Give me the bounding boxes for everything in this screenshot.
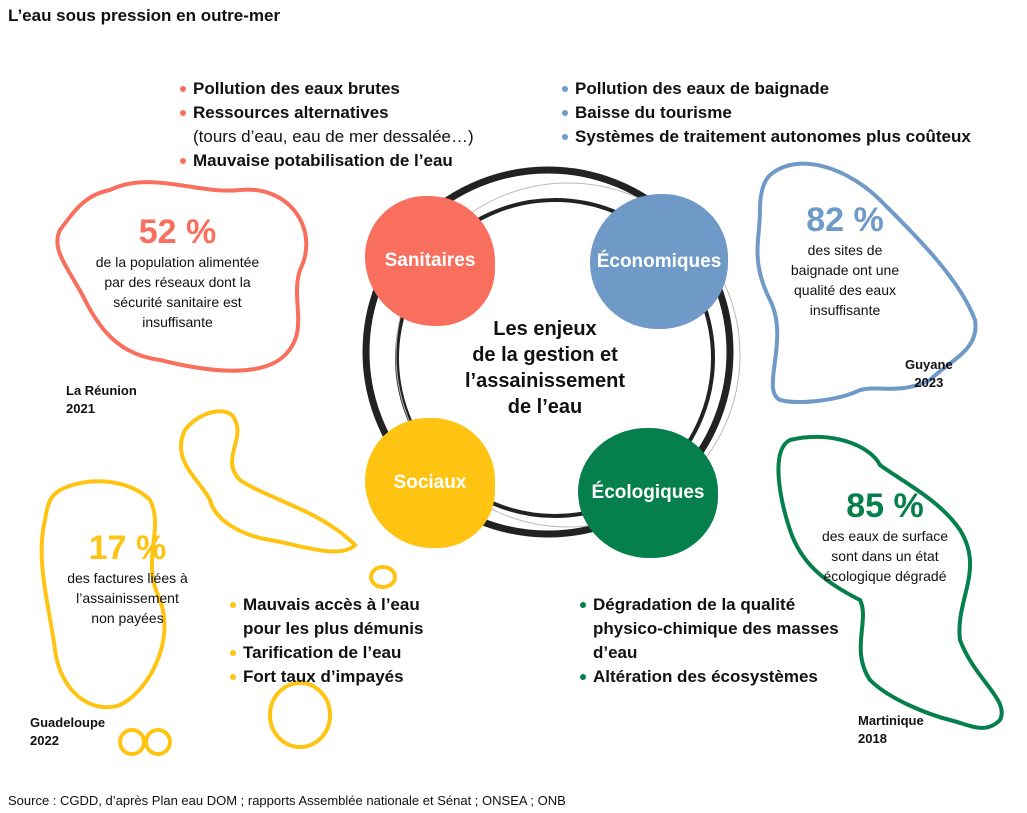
list-item: Systèmes de traitement autonomes plus co… <box>562 125 971 149</box>
list-item: Tarification de l’eau <box>230 641 460 665</box>
category-label: Sanitaires <box>384 250 476 271</box>
stat-reunion: 52 % de la population alimentée par des … <box>90 212 265 332</box>
list-economiques: Pollution des eaux de baignade Baisse du… <box>562 77 971 149</box>
island-outline <box>118 728 146 756</box>
center-line: de l’eau <box>507 396 583 418</box>
island-outline <box>268 681 332 749</box>
stat-value: 17 % <box>88 529 167 567</box>
list-item: Pollution des eaux brutes <box>180 77 474 101</box>
center-line: l’assainissement <box>464 370 626 392</box>
center-line: Les enjeux <box>493 318 597 340</box>
center-line: de la gestion et <box>472 344 618 366</box>
category-label: Économiques <box>596 250 722 272</box>
stat-guadeloupe: 17 % des factures liées à l’assainisseme… <box>65 528 190 628</box>
list-ecologiques: Dégradation de la qualité physico-chimiq… <box>580 593 860 689</box>
category-ecologiques: Écologiques <box>578 428 718 558</box>
list-item: Baisse du tourisme <box>562 101 971 125</box>
category-label: Écologiques <box>591 482 705 503</box>
list-item: Mauvais accès à l’eau pour les plus dému… <box>230 593 460 641</box>
list-item: Pollution des eaux de baignade <box>562 77 971 101</box>
source-note: Source : CGDD, d’après Plan eau DOM ; ra… <box>8 793 566 808</box>
category-sanitaires: Sanitaires <box>365 196 495 326</box>
island-outline <box>144 728 172 756</box>
list-item: Altération des écosystèmes <box>580 665 860 689</box>
stat-text: des eaux de surface sont dans un état éc… <box>821 528 949 584</box>
list-item: Fort taux d’impayés <box>230 665 460 689</box>
stat-martinique: 85 % des eaux de surface sont dans un ét… <box>815 486 955 586</box>
stat-text: des factures liées à l’assainissement no… <box>67 570 188 626</box>
inner-ring <box>395 198 715 518</box>
category-economiques: Économiques <box>590 194 728 329</box>
stat-text: de la population alimentée par des résea… <box>95 254 260 330</box>
list-item: Mauvaise potabilisation de l’eau <box>180 149 474 173</box>
stat-value: 85 % <box>846 487 924 525</box>
martinique-outline <box>776 434 1004 730</box>
center-title: Les enjeux de la gestion et l’assainisse… <box>455 316 635 420</box>
stat-guyane: 82 % des sites de baignade ont une quali… <box>785 200 905 320</box>
guyane-outline <box>755 161 978 404</box>
list-sanitaires: Pollution des eaux brutes Ressources alt… <box>180 77 474 173</box>
list-item: Ressources alternatives(tours d’eau, eau… <box>180 101 474 149</box>
island-outline <box>369 565 397 589</box>
category-label: Sociaux <box>393 472 467 493</box>
guadeloupe-outline <box>39 409 358 710</box>
stat-text: des sites de baignade ont une qualité de… <box>790 242 900 318</box>
page-title: L’eau sous pression en outre-mer <box>8 6 281 25</box>
stat-value: 82 % <box>806 201 884 239</box>
reunion-island-outline <box>55 180 309 373</box>
stat-value: 52 % <box>138 213 217 251</box>
thin-ring <box>395 182 741 528</box>
outer-ring <box>362 166 734 538</box>
list-sociaux: Mauvais accès à l’eau pour les plus dému… <box>230 593 460 689</box>
list-item: Dégradation de la qualité physico-chimiq… <box>580 593 860 665</box>
category-sociaux: Sociaux <box>365 418 495 548</box>
